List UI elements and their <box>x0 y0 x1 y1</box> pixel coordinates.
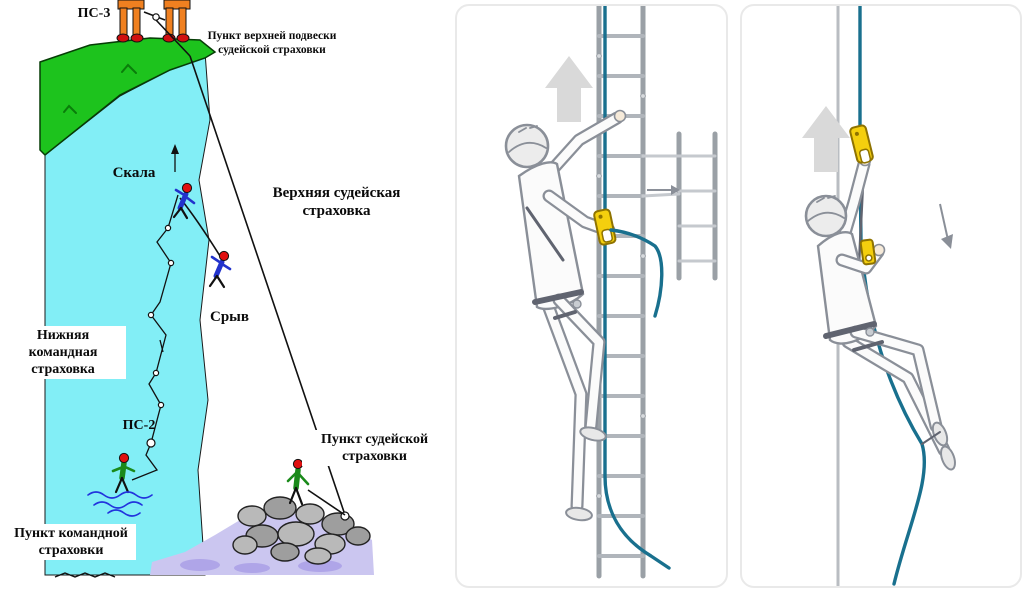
chest-clamp-device <box>859 238 877 266</box>
ground-patch <box>234 563 270 573</box>
ascender-device <box>593 208 617 246</box>
grass-top <box>39 37 217 157</box>
belay-rope-line <box>603 6 671 570</box>
grass-mark-icon <box>121 63 137 74</box>
ascender-device <box>849 124 874 164</box>
label-rock: Скала <box>112 165 156 181</box>
water-marks <box>87 491 153 517</box>
team-rope-route <box>131 144 179 481</box>
belay-rope-line <box>858 6 927 586</box>
label-upper-judge-belay: Верхняя судейская страховка <box>272 185 401 220</box>
climber-figure <box>172 182 196 220</box>
illustration-panel-2 <box>740 4 1022 588</box>
ground-hatch <box>54 572 116 578</box>
climber-sketch <box>504 109 627 522</box>
hanging-climber-sketch <box>804 153 956 471</box>
ground-patch <box>180 559 220 571</box>
belay-diagram: ПС-3 Пункт верхней подвески судейской ст… <box>0 0 447 598</box>
judge-belayer-figure <box>286 458 310 506</box>
ladder-ascent-illustration <box>504 6 718 579</box>
grass-mark-icon <box>63 104 77 114</box>
top-anchor-figures <box>116 0 191 57</box>
team-belayer-figure <box>111 452 136 494</box>
label-ps3: ПС-3 <box>77 6 111 21</box>
ground-patch <box>298 560 342 572</box>
label-lower-team-belay: Нижняя командная страховка <box>0 326 126 380</box>
ladder-fragment <box>641 131 718 281</box>
rocks-pile <box>232 496 371 565</box>
right-arrow-icon <box>647 185 680 195</box>
label-top-anchor-point: Пункт верхней подвески судейской страхов… <box>207 30 337 57</box>
illustration-panel-1 <box>455 4 728 588</box>
label-team-belay-point: Пункт командной страховки <box>6 524 136 561</box>
up-arrow-icon <box>545 56 593 122</box>
down-arrow-icon <box>939 203 953 249</box>
label-judge-belay-point: Пункт судейской страховки <box>302 430 447 467</box>
rope-hanging-illustration <box>802 6 956 586</box>
up-arrow-icon <box>802 106 850 172</box>
label-ps2: ПС-2 <box>122 418 156 433</box>
judge-belay-rope-tail <box>307 489 346 516</box>
label-fall: Срыв <box>210 309 249 325</box>
belay-diagram-graphic <box>39 0 374 578</box>
rope-bight-line <box>609 228 664 318</box>
falling-climber-figure <box>208 250 232 289</box>
